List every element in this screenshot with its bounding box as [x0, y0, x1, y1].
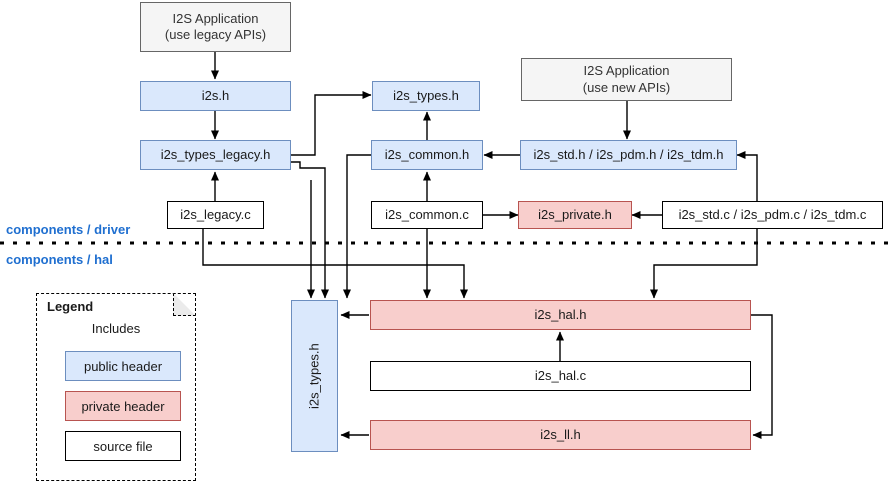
zone-label-hal: components / hal: [6, 252, 113, 267]
node-i2s-legacy-c[interactable]: i2s_legacy.c: [167, 201, 264, 229]
node-i2s-hal-h[interactable]: i2s_hal.h: [370, 300, 751, 330]
node-i2s-application-new[interactable]: I2S Application (use new APIs): [521, 58, 732, 101]
legend-includes-label: Includes: [91, 321, 141, 336]
node-i2s-ll-h[interactable]: i2s_ll.h: [370, 420, 751, 450]
node-i2s-common-h[interactable]: i2s_common.h: [371, 140, 483, 170]
node-i2s-std-pdm-tdm-c[interactable]: i2s_std.c / i2s_pdm.c / i2s_tdm.c: [662, 201, 883, 229]
node-i2s-types-h-hal[interactable]: i2s_types.h: [291, 300, 338, 452]
zone-label-driver: components / driver: [6, 222, 131, 237]
node-i2s-types-legacy-h[interactable]: i2s_types_legacy.h: [140, 140, 291, 170]
node-i2s-hal-c[interactable]: i2s_hal.c: [370, 361, 751, 391]
node-i2s-common-c[interactable]: i2s_common.c: [371, 201, 483, 229]
node-i2s-std-pdm-tdm-h[interactable]: i2s_std.h / i2s_pdm.h / i2s_tdm.h: [520, 140, 737, 170]
legend-private-header: private header: [65, 391, 181, 421]
legend-box: Legend Includes public header private he…: [36, 293, 196, 481]
legend-fold-corner: [173, 293, 196, 316]
node-i2s-private-h[interactable]: i2s_private.h: [518, 201, 632, 229]
node-i2s-h[interactable]: i2s.h: [140, 81, 291, 111]
legend-public-header: public header: [65, 351, 181, 381]
node-i2s-application-legacy[interactable]: I2S Application (use legacy APIs): [140, 2, 291, 52]
node-i2s-types-h[interactable]: i2s_types.h: [372, 81, 480, 111]
legend-source-file: source file: [65, 431, 181, 461]
legend-title: Legend: [47, 299, 94, 314]
